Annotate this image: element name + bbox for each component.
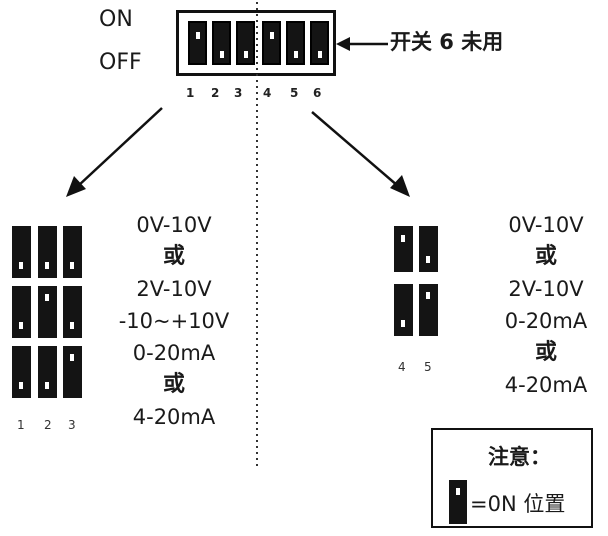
callout-arrow-head: [336, 37, 350, 51]
left-option-or: 或: [162, 372, 185, 397]
note-title: 注意：: [488, 445, 551, 469]
dip-switch-3: [236, 21, 255, 65]
jumper-3-row2: [63, 286, 82, 338]
right-number-4: 4: [398, 360, 406, 374]
jumper-1-row1: [12, 226, 31, 278]
right-option: 2V-10V: [508, 277, 584, 301]
left-number-3: 3: [68, 418, 76, 432]
right-option-or: 或: [534, 340, 557, 365]
left-number-2: 2: [44, 418, 52, 432]
left-option-or: 或: [162, 244, 185, 269]
jumper-4-row1: [394, 226, 413, 272]
off-label: OFF: [99, 50, 142, 75]
left-option: 0V-10V: [136, 213, 212, 237]
left-arrow-line: [77, 107, 163, 187]
right-options-list: 0V-10V 或 2V-10V 0-20mA 或 4-20mA: [490, 209, 602, 401]
left-option: -10~+10V: [118, 309, 230, 333]
right-arrow-line: [311, 111, 399, 187]
left-number-1: 1: [17, 418, 25, 432]
right-option-or: 或: [534, 244, 557, 269]
right-option: 0-20mA: [504, 309, 588, 333]
on-label: ON: [99, 7, 133, 32]
right-number-5: 5: [424, 360, 432, 374]
dip-number-1: 1: [186, 86, 195, 100]
jumper-2-row2: [38, 286, 57, 338]
dip-switch-4: [262, 21, 281, 65]
right-arrow-head: [390, 175, 410, 197]
jumper-4-row2: [394, 284, 413, 336]
dip-number-2: 2: [211, 86, 220, 100]
dip-number-6: 6: [313, 86, 322, 100]
dip-switch-1: [188, 21, 207, 65]
jumper-5-row1: [419, 226, 438, 272]
jumper-1-row3: [12, 346, 31, 398]
left-options-list: 0V-10V 或 2V-10V -10~+10V 0-20mA 或 4-20mA: [118, 209, 230, 433]
jumper-2-row1: [38, 226, 57, 278]
switch6-unused-label: 开关 6 未用: [390, 30, 504, 54]
jumper-3-row3: [63, 346, 82, 398]
jumper-5-row2: [419, 284, 438, 336]
dip-switch-2: [212, 21, 231, 65]
jumper-1-row2: [12, 286, 31, 338]
left-arrow-head: [66, 176, 86, 197]
note-text: =0N 位置: [470, 492, 566, 516]
jumper-3-row1: [63, 226, 82, 278]
left-option: 0-20mA: [132, 341, 216, 365]
on-position-switch-icon: [449, 480, 467, 524]
dip-switch-6: [310, 21, 329, 65]
jumper-2-row3: [38, 346, 57, 398]
dip-number-3: 3: [234, 86, 243, 100]
right-option: 4-20mA: [504, 373, 588, 397]
right-option: 0V-10V: [508, 213, 584, 237]
dip-switch-5: [286, 21, 305, 65]
dip-number-5: 5: [290, 86, 299, 100]
note-box: 注意： =0N 位置: [431, 428, 593, 528]
left-option: 2V-10V: [136, 277, 212, 301]
dip-number-4: 4: [263, 86, 272, 100]
left-option: 4-20mA: [132, 405, 216, 429]
